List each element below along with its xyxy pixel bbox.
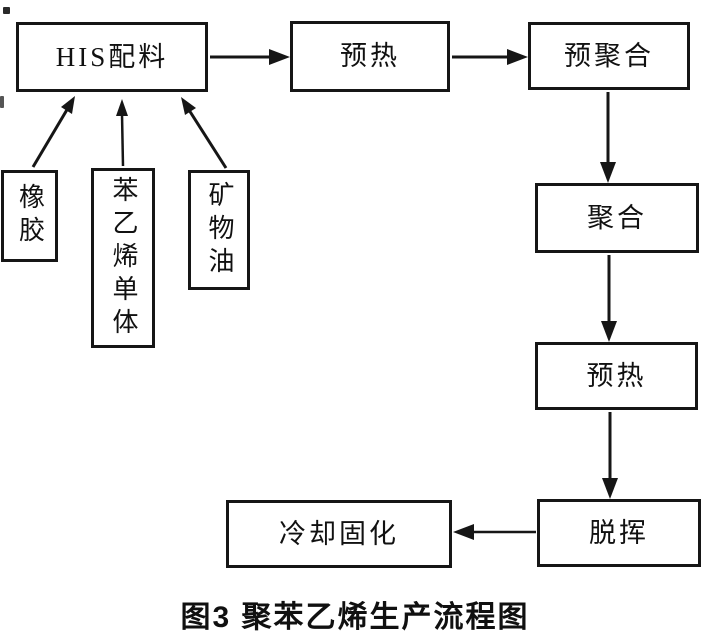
node-label: 预聚合 (564, 40, 654, 71)
node-label: 橡胶 (15, 183, 45, 249)
node-his-batching: HIS配料 (16, 22, 208, 92)
node-polymerization: 聚合 (535, 183, 699, 253)
node-label: 预热 (586, 360, 647, 391)
node-label: HIS配料 (55, 41, 169, 72)
node-cooling-solidification: 冷却固化 (226, 500, 452, 568)
node-input-rubber: 橡胶 (1, 170, 58, 262)
arrow-poly-to-preheat2 (601, 255, 617, 342)
arrow-mineral-to-his (181, 97, 228, 169)
arrow-styrene-to-his (116, 99, 128, 167)
arrow-his-to-preheat (210, 49, 290, 65)
scan-speck (3, 7, 10, 14)
node-prepolymerization: 预聚合 (528, 22, 690, 90)
node-label: 矿物油 (205, 180, 234, 280)
arrow-preheat-to-prepoly (452, 49, 528, 65)
arrow-rubber-to-his (31, 96, 75, 168)
node-preheat-2: 预热 (535, 342, 698, 410)
node-label: 脱挥 (589, 517, 649, 548)
node-label: 预热 (340, 41, 400, 71)
figure-caption: 图3 聚苯乙烯生产流程图 (180, 601, 530, 634)
node-input-mineral-oil: 矿物油 (188, 170, 250, 290)
arrow-devol-to-cooling (453, 524, 536, 540)
node-label: 聚合 (587, 202, 647, 233)
node-label: 苯乙烯单体 (109, 175, 138, 341)
arrow-prepoly-to-poly (600, 92, 616, 183)
arrow-preheat2-to-devol (602, 412, 618, 499)
node-input-styrene-monomer: 苯乙烯单体 (91, 168, 155, 348)
node-preheat-1: 预热 (290, 21, 450, 92)
node-label: 冷却固化 (279, 518, 399, 549)
scan-speck (0, 96, 4, 108)
node-devolatilization: 脱挥 (537, 499, 701, 567)
